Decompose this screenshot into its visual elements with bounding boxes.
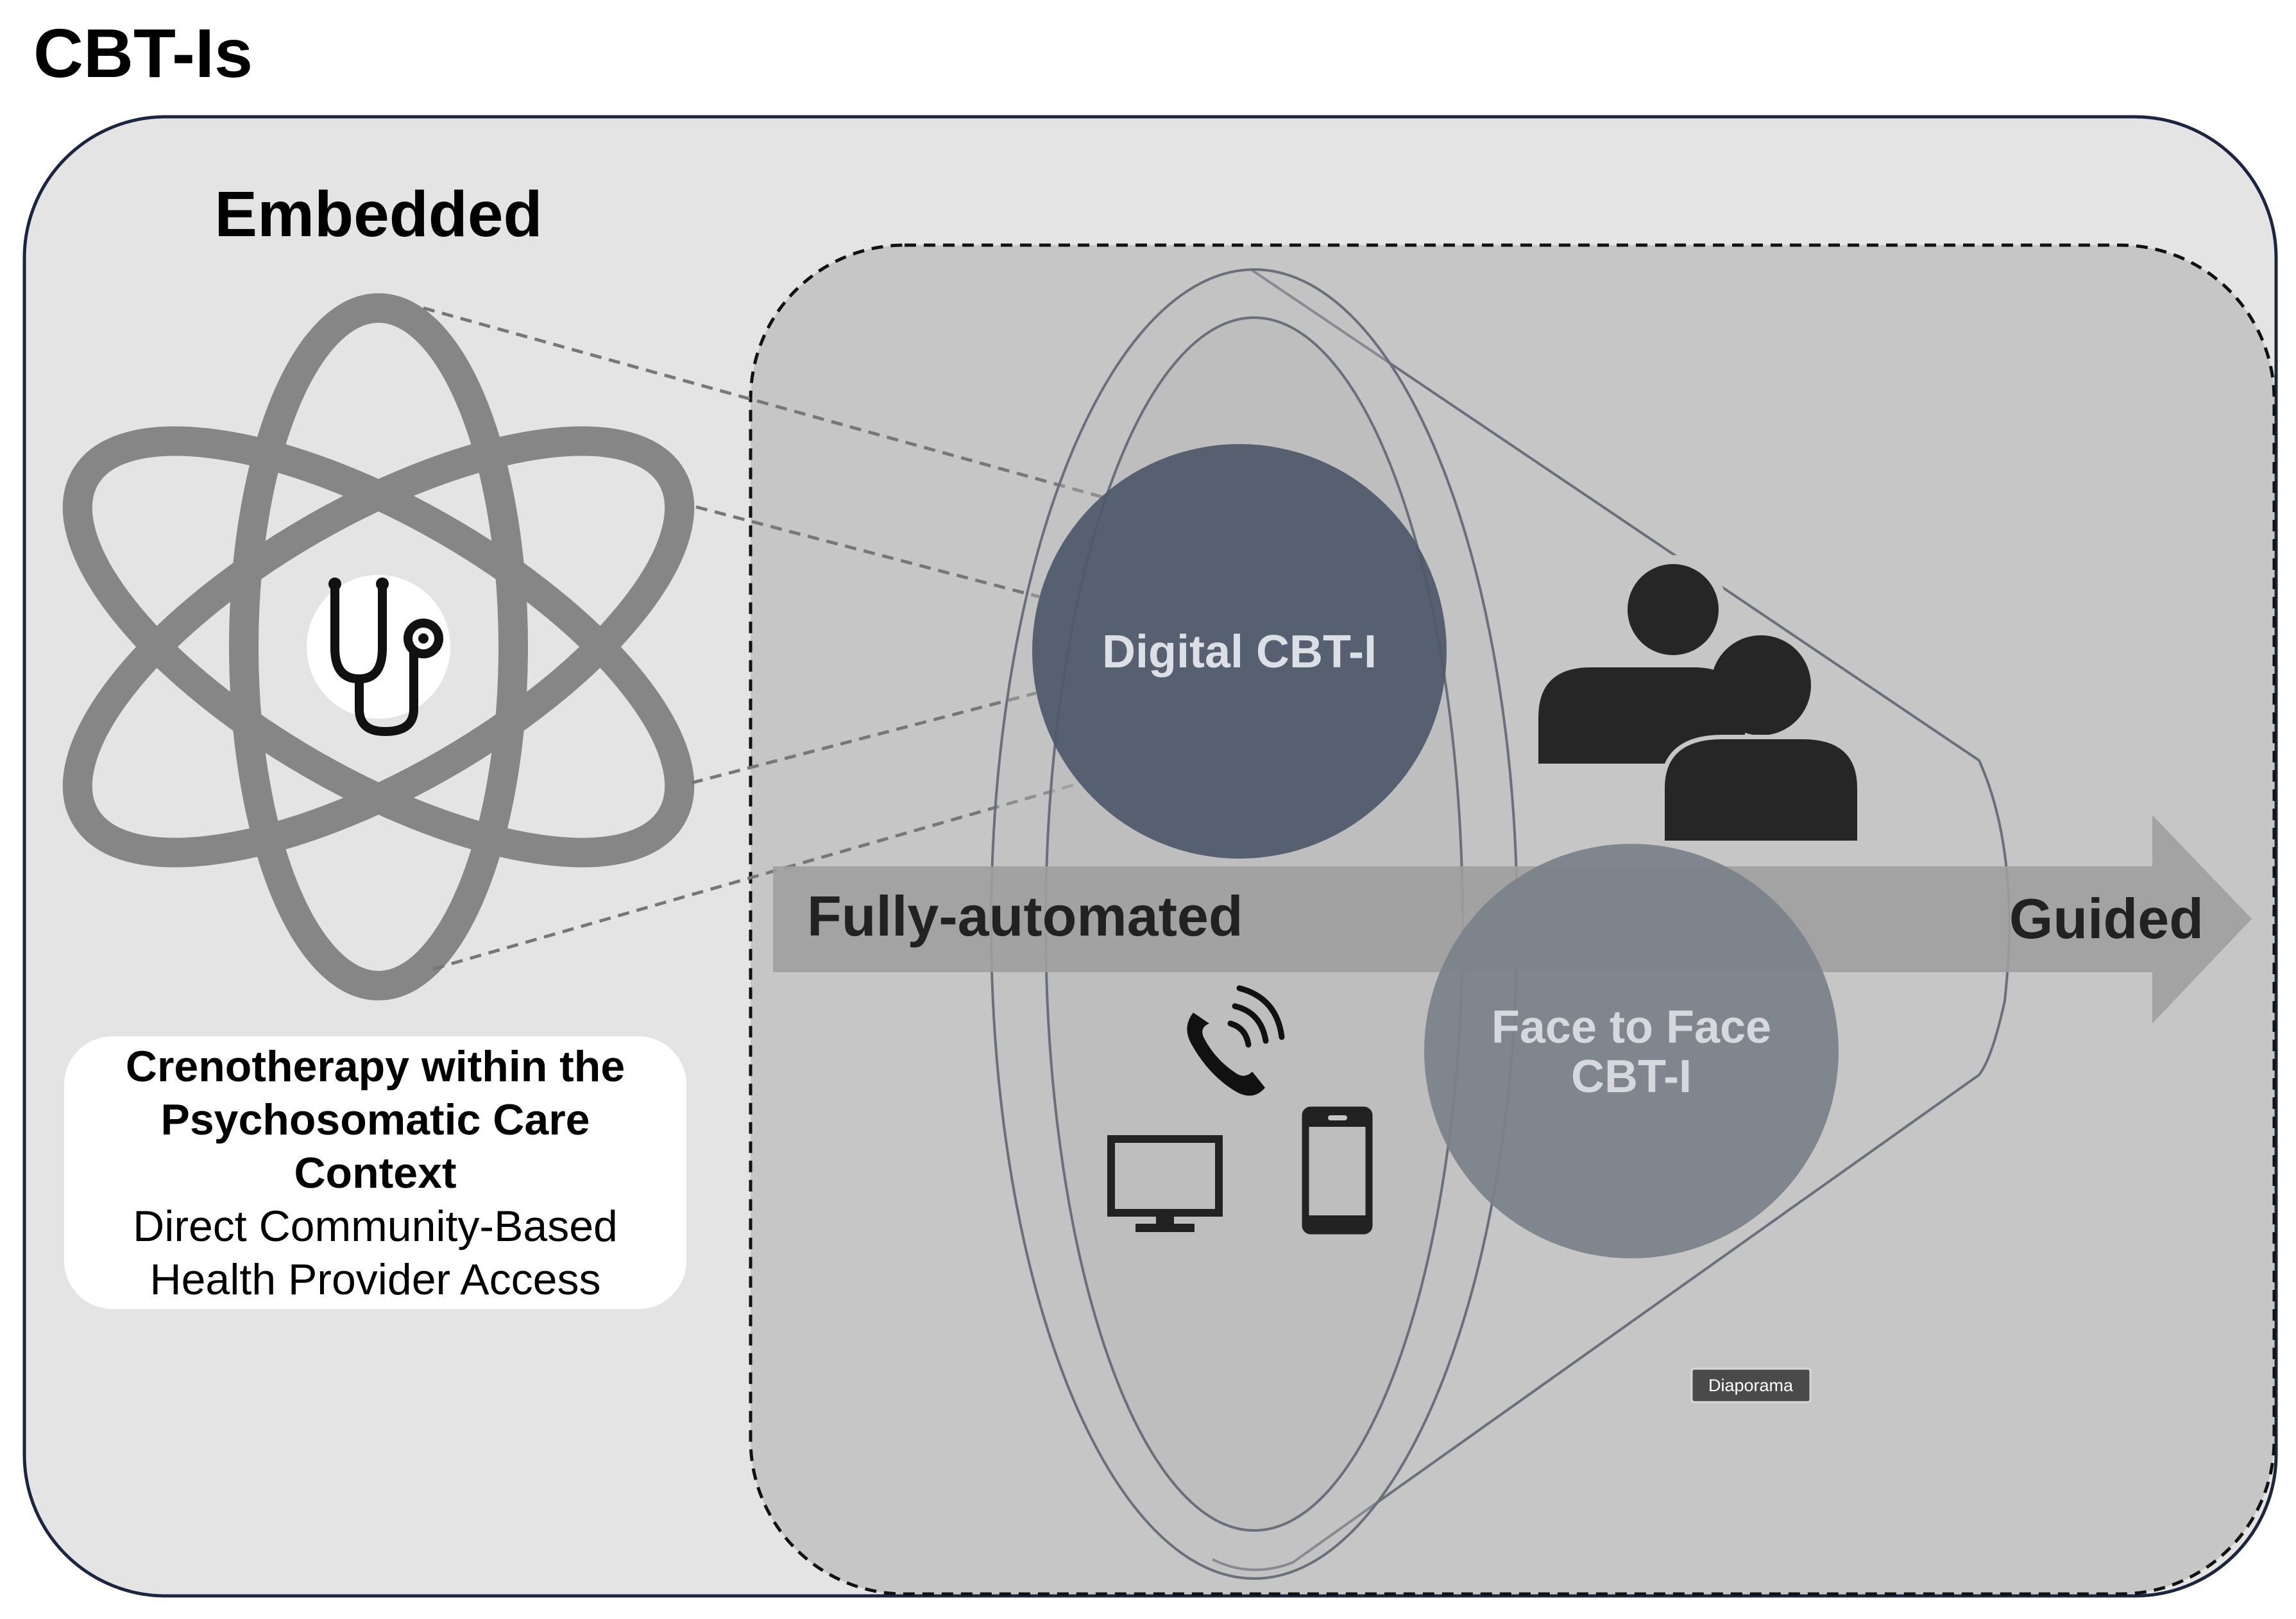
phone-call-icon	[1187, 985, 1285, 1096]
embedded-heading: Embedded	[214, 178, 542, 250]
people-icon	[1538, 555, 1862, 845]
digital-cbt-label: Digital CBT-I	[1102, 626, 1377, 678]
diagram-title: CBT-Is	[33, 14, 253, 92]
atom-icon	[62, 293, 695, 1000]
monitor-icon	[1107, 1135, 1223, 1232]
face-to-face-line-1: Face to Face	[1492, 1002, 1771, 1053]
crenotherapy-bold-line-1: Crenotherapy within the	[126, 1042, 625, 1091]
crenotherapy-bold-line-2: Psychosomatic Care	[161, 1095, 590, 1144]
smartphone-icon	[1302, 1106, 1373, 1235]
crenotherapy-box: Crenotherapy within the Psychosomatic Ca…	[64, 1036, 686, 1309]
crenotherapy-regular-line-2: Health Provider Access	[150, 1255, 601, 1304]
face-to-face-circle: Face to Face CBT-I	[1424, 844, 1839, 1258]
crenotherapy-bold-line-3: Context	[294, 1149, 456, 1197]
digital-cbt-circle: Digital CBT-I	[1032, 444, 1447, 859]
stethoscope-icon	[328, 578, 443, 737]
crenotherapy-regular-line-1: Direct Community-Based	[133, 1202, 618, 1251]
connector-lines	[423, 306, 1104, 971]
arrow-right-label: Guided	[2009, 887, 2204, 950]
diaporama-tag: Diaporama	[1690, 1367, 1812, 1403]
diaporama-label: Diaporama	[1708, 1376, 1794, 1395]
face-to-face-line-2: CBT-I	[1571, 1051, 1692, 1102]
arrow-left-label: Fully-automated	[807, 884, 1243, 948]
